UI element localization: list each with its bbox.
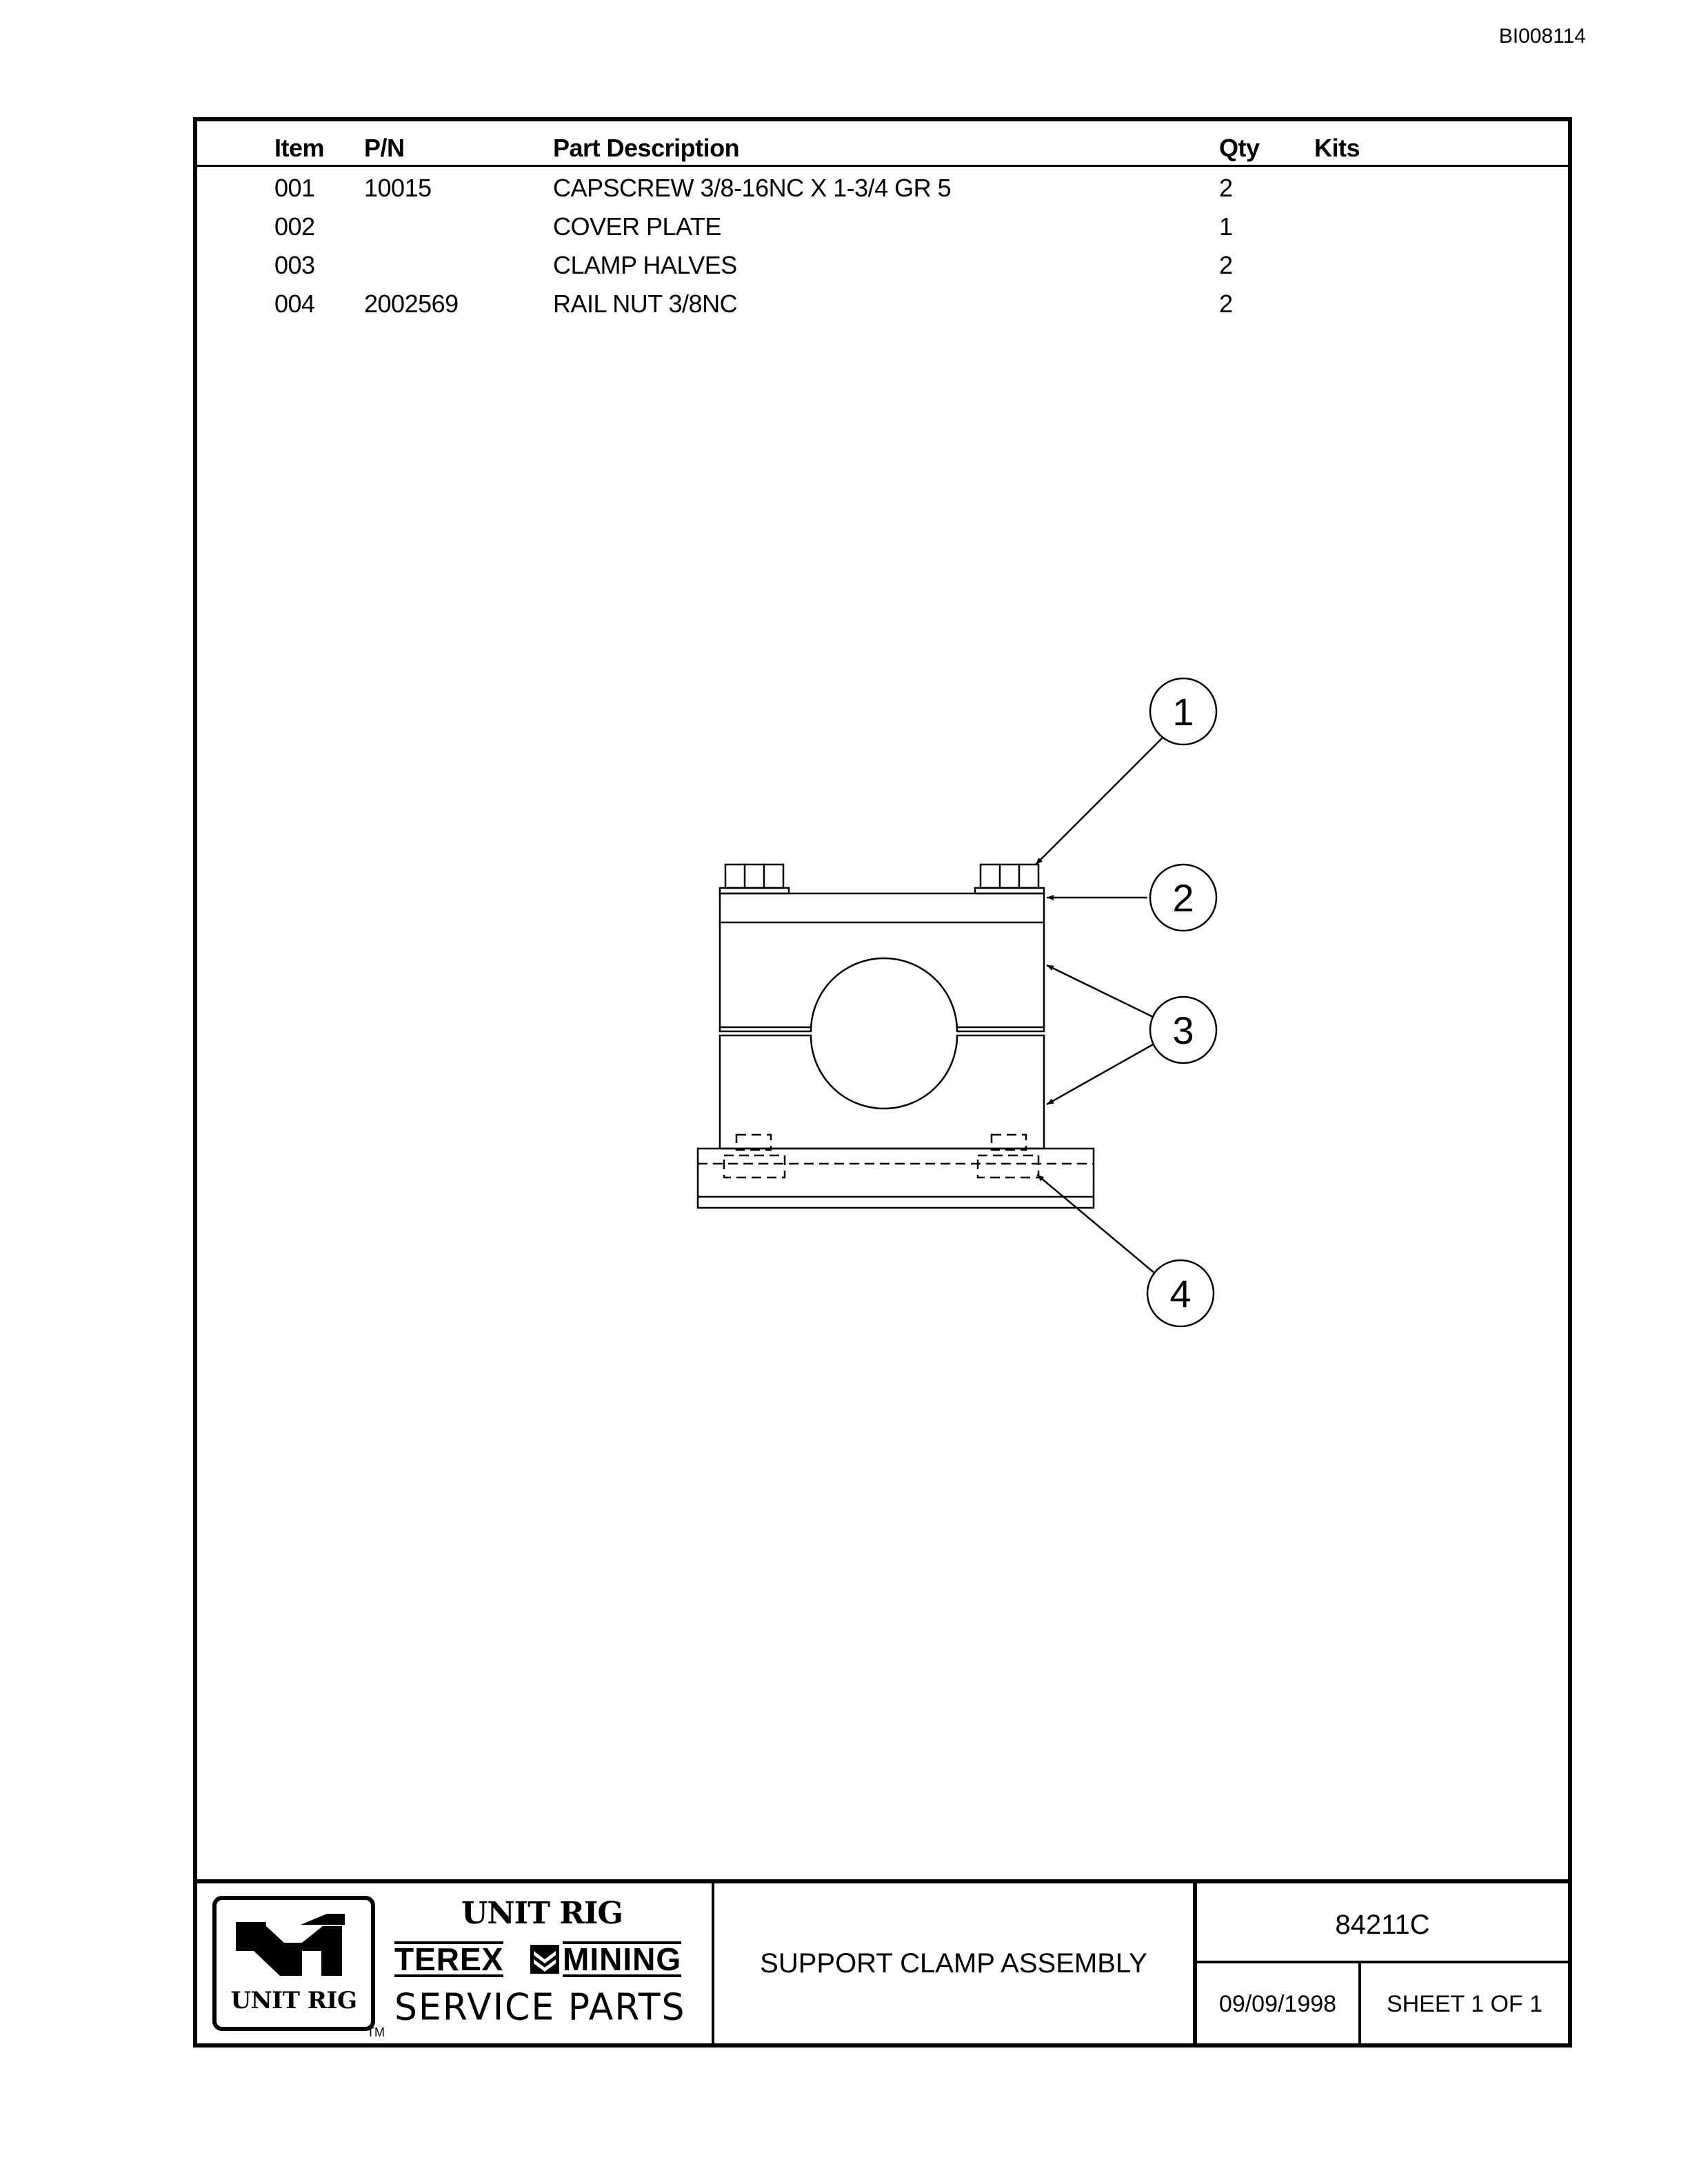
- header-pn: P/N: [364, 134, 405, 162]
- rail: [696, 1147, 1095, 1209]
- logo-area: UNIT RIG TM UNIT RIG TEREX MINING SERVIC…: [197, 1883, 714, 2043]
- terex-emblem-icon: [530, 1945, 559, 1974]
- balloon-2: 2: [1149, 863, 1218, 932]
- unit-rig-logo: UNIT RIG: [212, 1896, 375, 2031]
- parts-table-header: Item P/N Part Description Qty Kits: [197, 121, 1568, 167]
- terex-word: TEREX: [394, 1941, 504, 1977]
- balloon-1: 1: [1149, 677, 1218, 746]
- row-qty: 2: [1219, 290, 1233, 318]
- svg-text:4: 4: [1169, 1272, 1191, 1315]
- date-cell: 09/09/1998: [1197, 1963, 1361, 2043]
- row-description: COVER PLATE: [553, 212, 721, 241]
- drawing-number-cell: 84211C: [1197, 1883, 1568, 1963]
- table-row: 002 COVER PLATE 1: [197, 205, 1568, 244]
- row-item: 003: [274, 251, 315, 279]
- svg-text:1: 1: [1172, 690, 1194, 734]
- trademark-symbol: TM: [367, 2025, 385, 2039]
- table-row: 003 CLAMP HALVES 2: [197, 244, 1568, 283]
- row-item: 004: [274, 290, 315, 318]
- row-qty: 1: [1219, 212, 1233, 241]
- clamp-half-upper: [719, 922, 1045, 1033]
- title-block-right: 84211C 09/09/1998 SHEET 1 OF 1: [1197, 1883, 1568, 2043]
- drawing-number: 84211C: [1335, 1910, 1430, 1940]
- row-item: 002: [274, 212, 315, 241]
- row-pn: 2002569: [364, 290, 459, 318]
- clamp-geometry: [696, 863, 1095, 1209]
- clamp-half-lower: [719, 1034, 1045, 1150]
- row-qty: 2: [1219, 174, 1233, 202]
- balloon-4: 4: [1146, 1259, 1215, 1328]
- sheet-cell: SHEET 1 OF 1: [1361, 1963, 1568, 2043]
- brand-line: UNIT RIG: [461, 1896, 623, 1931]
- cover-plate: [719, 892, 1045, 924]
- terex-mining-line: TEREX MINING: [394, 1941, 702, 1979]
- capscrew-right: [974, 863, 1045, 895]
- row-description: CLAMP HALVES: [553, 251, 737, 279]
- document-id: BI008114: [1498, 25, 1586, 48]
- header-qty: Qty: [1219, 134, 1260, 162]
- mining-word: MINING: [563, 1941, 682, 1977]
- header-description: Part Description: [553, 134, 740, 162]
- drawing-frame: Item P/N Part Description Qty Kits 001 1…: [193, 117, 1572, 2048]
- header-kits: Kits: [1314, 134, 1360, 162]
- capscrew-left: [719, 863, 790, 895]
- leader-lines: [1035, 736, 1165, 1275]
- balloon-3: 3: [1149, 995, 1218, 1064]
- service-parts-label: SERVICE PARTS: [394, 1986, 686, 2029]
- row-description: RAIL NUT 3/8NC: [553, 290, 738, 318]
- title-block: UNIT RIG TM UNIT RIG TEREX MINING SERVIC…: [197, 1879, 1568, 2043]
- row-description: CAPSCREW 3/8-16NC X 1-3/4 GR 5: [553, 174, 952, 202]
- svg-text:3: 3: [1172, 1009, 1194, 1052]
- row-item: 001: [274, 174, 315, 202]
- svg-text:2: 2: [1172, 876, 1194, 920]
- unit-rig-logo-icon: [236, 1914, 345, 1976]
- table-row: 001 10015 CAPSCREW 3/8-16NC X 1-3/4 GR 5…: [197, 167, 1568, 205]
- title-cell: SUPPORT CLAMP ASSEMBLY: [714, 1883, 1197, 2043]
- sheet-number: SHEET 1 OF 1: [1386, 1991, 1543, 2017]
- drawing-date: 09/09/1998: [1218, 1991, 1337, 2017]
- rail-nuts-hidden: [698, 1133, 1094, 1179]
- row-pn: 10015: [364, 174, 432, 202]
- table-row: 004 2002569 RAIL NUT 3/8NC 2: [197, 283, 1568, 321]
- row-qty: 2: [1219, 251, 1233, 279]
- header-item: Item: [274, 134, 325, 162]
- drawing-title: SUPPORT CLAMP ASSEMBLY: [760, 1948, 1147, 1979]
- logo-box-text: UNIT RIG: [230, 1987, 357, 2014]
